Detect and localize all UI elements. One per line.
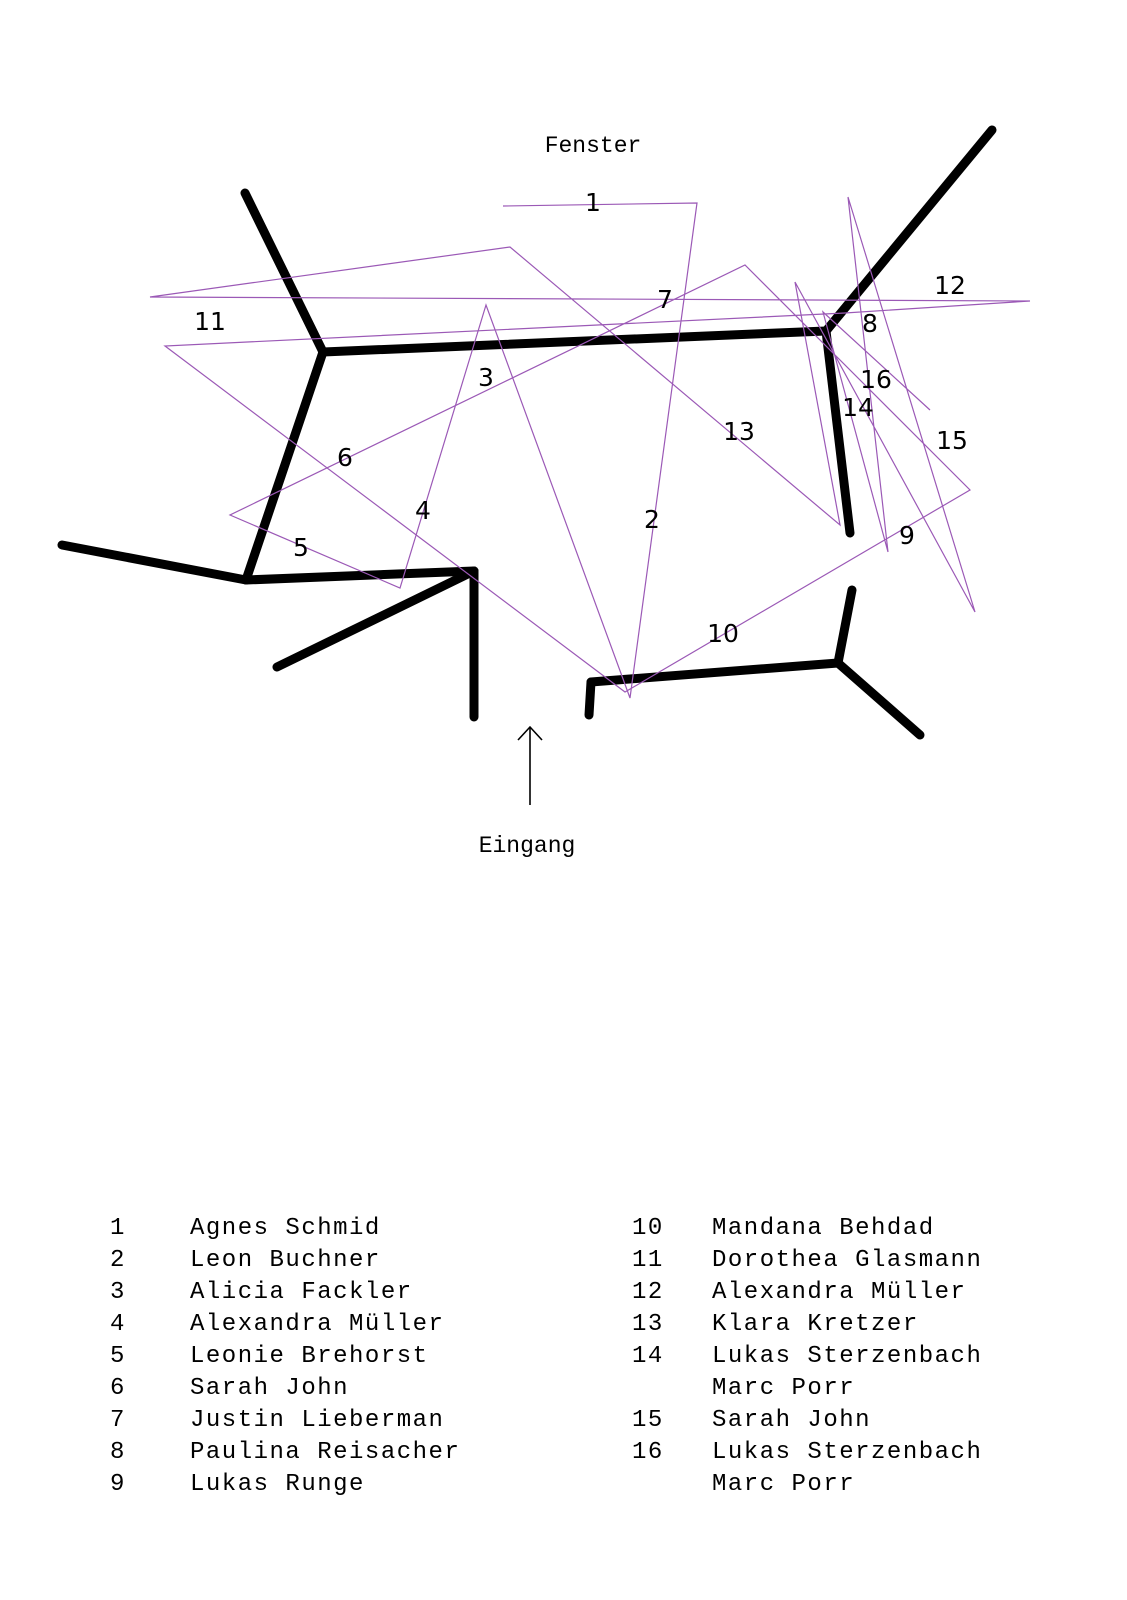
legend-person-name: Marc Porr xyxy=(712,1471,856,1498)
legend-number: 7 xyxy=(110,1407,126,1434)
seat-label-14: 14 xyxy=(842,393,874,422)
legend-row: 1 Agnes Schmid xyxy=(110,1213,460,1245)
seat-label-9: 9 xyxy=(899,521,915,550)
legend-person-name: Mandana Behdad xyxy=(712,1215,935,1242)
wall-segment xyxy=(833,658,925,740)
legend-person-name: Alexandra Müller xyxy=(712,1279,967,1306)
legend-row: Marc Porr xyxy=(632,1469,982,1501)
legend-row: 9 Lukas Runge xyxy=(110,1469,460,1501)
legend-number: 15 xyxy=(632,1407,664,1434)
seat-label-16: 16 xyxy=(860,365,892,394)
legend-number: 1 xyxy=(110,1215,126,1242)
legend-number: 14 xyxy=(632,1343,664,1370)
legend-right-column: 10 Mandana Behdad 11 Dorothea Glasmann 12 A… xyxy=(632,1213,982,1501)
legend-person-name: Sarah John xyxy=(712,1407,872,1434)
legend-person-name: Leon Buchner xyxy=(190,1247,381,1274)
legend-row: 13 Klara Kretzer xyxy=(632,1309,982,1341)
seat-label-6: 6 xyxy=(337,443,353,472)
legend-person-name: Alicia Fackler xyxy=(190,1279,413,1306)
legend-person-name: Agnes Schmid xyxy=(190,1215,381,1242)
legend-row: Marc Porr xyxy=(632,1373,982,1405)
legend-person-name: Dorothea Glasmann xyxy=(712,1247,983,1274)
seat-label-15: 15 xyxy=(936,426,968,455)
legend-row: 16 Lukas Sterzenbach xyxy=(632,1437,982,1469)
legend-row: 12 Alexandra Müller xyxy=(632,1277,982,1309)
floor-plan-diagram: Fenster Eingang 1 2 3 4 5 6 7 8 9 10 11 … xyxy=(57,125,1031,859)
legend-row: 3 Alicia Fackler xyxy=(110,1277,460,1309)
legend-row: 14 Lukas Sterzenbach xyxy=(632,1341,982,1373)
wall-segment xyxy=(833,585,857,668)
wall-segment xyxy=(586,658,843,687)
wall-segment xyxy=(241,566,479,585)
wall-segment xyxy=(584,677,596,720)
legend-number: 13 xyxy=(632,1311,664,1338)
walls xyxy=(57,125,997,740)
legend-number: 3 xyxy=(110,1279,126,1306)
legend-number xyxy=(632,1469,712,1501)
legend-row: 6 Sarah John xyxy=(110,1373,460,1405)
wall-segment xyxy=(318,326,831,357)
legend-number: 6 xyxy=(110,1375,126,1402)
seat-label-5: 5 xyxy=(293,533,309,562)
legend-number: 2 xyxy=(110,1247,126,1274)
seat-label-12: 12 xyxy=(934,271,966,300)
legend-number: 9 xyxy=(110,1471,126,1498)
legend-person-name: Sarah John xyxy=(190,1375,350,1402)
wall-segment xyxy=(57,540,251,585)
legend-number: 8 xyxy=(110,1439,126,1466)
legend-number: 5 xyxy=(110,1343,126,1370)
legend-left-column: 1 Agnes Schmid 2 Leon Buchner 3 Alicia Fack… xyxy=(110,1213,460,1501)
seat-label-3: 3 xyxy=(478,363,494,392)
legend-row: 11 Dorothea Glasmann xyxy=(632,1245,982,1277)
legend-row: 4 Alexandra Müller xyxy=(110,1309,460,1341)
wall-segment xyxy=(272,566,479,672)
seat-label-1: 1 xyxy=(585,188,601,217)
entrance-arrowhead-icon xyxy=(517,725,543,741)
legend-row: 8 Paulina Reisacher xyxy=(110,1437,460,1469)
legend-person-name: Justin Lieberman xyxy=(190,1407,445,1434)
seating-route-line xyxy=(149,196,1031,699)
wall-segment xyxy=(241,347,328,585)
legend-person-name: Klara Kretzer xyxy=(712,1311,919,1338)
legend-person-name: Alexandra Müller xyxy=(190,1311,445,1338)
seat-label-2: 2 xyxy=(644,505,660,534)
legend-number: 11 xyxy=(632,1247,664,1274)
legend-row: 5 Leonie Brehorst xyxy=(110,1341,460,1373)
legend-row: 2 Leon Buchner xyxy=(110,1245,460,1277)
legend-row: 7 Justin Lieberman xyxy=(110,1405,460,1437)
legend-person-name: Leonie Brehorst xyxy=(190,1343,429,1370)
legend-person-name: Lukas Sterzenbach xyxy=(712,1343,983,1370)
legend-row: 15 Sarah John xyxy=(632,1405,982,1437)
legend-person-name: Lukas Sterzenbach xyxy=(712,1439,983,1466)
wall-segment xyxy=(821,326,855,538)
wall-segment xyxy=(821,125,997,336)
seat-label-8: 8 xyxy=(862,309,878,338)
legend-number: 12 xyxy=(632,1279,664,1306)
entrance-label: Eingang xyxy=(479,833,576,859)
legend-person-name: Marc Porr xyxy=(712,1375,856,1402)
window-label: Fenster xyxy=(545,133,642,159)
seat-label-7: 7 xyxy=(657,285,673,314)
seat-label-10: 10 xyxy=(707,619,739,648)
seat-label-13: 13 xyxy=(723,417,755,446)
legend-row: 10 Mandana Behdad xyxy=(632,1213,982,1245)
seat-label-4: 4 xyxy=(415,496,431,525)
seat-label-11: 11 xyxy=(194,307,226,336)
wall-segment xyxy=(240,188,328,357)
legend-person-name: Paulina Reisacher xyxy=(190,1439,461,1466)
legend-number xyxy=(632,1373,712,1405)
legend-number: 10 xyxy=(632,1215,664,1242)
legend-person-name: Lukas Runge xyxy=(190,1471,365,1498)
legend-number: 16 xyxy=(632,1439,664,1466)
legend-number: 4 xyxy=(110,1311,126,1338)
